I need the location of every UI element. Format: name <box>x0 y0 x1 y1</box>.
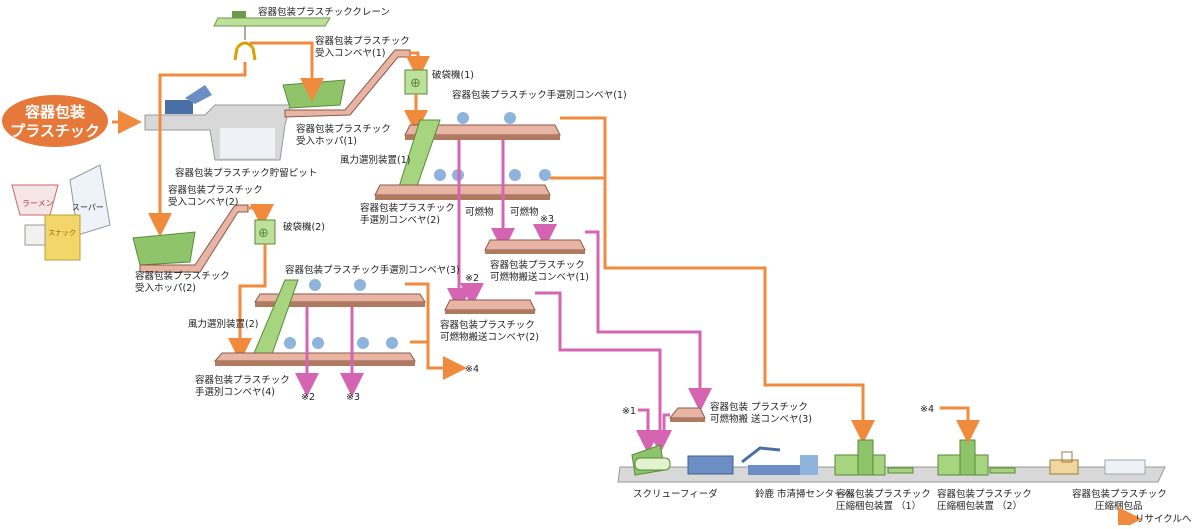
hopper1-label-2: 受入ホッパ(1) <box>296 135 357 147</box>
comb-conv1-label: 容器包装プラスチック <box>490 259 585 271</box>
truck-icon <box>165 100 193 114</box>
forklift-icon <box>1049 451 1079 475</box>
center-label: 鈴鹿 市清掃センターへ <box>755 488 854 500</box>
storage-pit: 容器包装プラスチック貯留ピット <box>144 85 317 179</box>
worker-icon <box>504 112 516 124</box>
worker-icon <box>284 337 296 349</box>
breaker-icon: ⊕ <box>258 226 269 241</box>
combustible-conveyor-2: 容器包装プラスチック 可燃物搬送コンベヤ(2) <box>440 299 539 343</box>
hand-conv4-label-2: 手選別コンベヤ(4) <box>195 386 275 398</box>
mark-4: ※4 <box>465 364 479 375</box>
receiving-conveyor-2 <box>139 204 249 273</box>
wind1-label: 風力選別装置(1) <box>340 154 410 166</box>
comb-conv1-label-2: 可燃物搬送コンベヤ(1) <box>490 271 589 283</box>
hopper2-label: 容器包装プラスチック <box>135 270 230 282</box>
recv-conv1-label: 容器包装プラスチック <box>315 35 410 47</box>
hand-conv3-label: 容器包装プラスチック手選別コンベヤ(3) <box>285 264 460 276</box>
comb-conv3-label-2: 可燃物搬 送コンベヤ(3) <box>710 413 812 425</box>
flow-to-baler1 <box>560 116 875 444</box>
flow-to-breaker1 <box>406 51 430 80</box>
breaker1-label: 破袋機(1) <box>432 69 474 81</box>
mark-2b: ※2 <box>301 392 315 403</box>
breaker2-label: 破袋機(2) <box>283 221 325 233</box>
recycle-label: リサイクルへ <box>1135 514 1192 525</box>
hand-sort-conveyor-1: 容器包装プラスチック手選別コンベヤ(1) <box>404 89 627 140</box>
crane-label: 容器包装プラスチッククレーン <box>258 6 390 18</box>
hand-conv4-label: 容器包装プラスチック <box>195 374 290 386</box>
hand-sort-conveyor-2: 容器包装プラスチック 手選別コンベヤ(2) <box>360 169 551 226</box>
baler2-label-2: 圧縮梱包装置 （2） <box>937 500 1022 512</box>
mark-3: ※3 <box>540 214 554 225</box>
recv-conv2-label: 容器包装プラスチック <box>168 184 263 196</box>
wind2-label: 風力選別装置(2) <box>188 318 258 330</box>
hand-sort-conveyor-3: 容器包装プラスチック手選別コンベヤ(3) <box>254 264 460 307</box>
mark-1: ※1 <box>622 406 636 417</box>
snack-label: スナック <box>48 229 76 237</box>
baler-1: 容器包装プラスチック 圧縮梱包装置 （1） <box>834 439 931 512</box>
baler1-label: 容器包装プラスチック <box>836 488 931 500</box>
crane-claw-icon <box>233 41 257 61</box>
mark-3b: ※3 <box>346 392 360 403</box>
worker-icon <box>357 337 369 349</box>
input-bubble: 容器包装 プラスチック <box>2 95 108 147</box>
hand-sort-conveyor-4: 容器包装プラスチック 手選別コンベヤ(4) <box>195 337 416 398</box>
flow-crane-to-hopper1 <box>250 41 324 102</box>
garbage-truck-icon: 鈴鹿 市清掃センターへ <box>741 446 854 500</box>
worker-icon <box>434 169 446 181</box>
recv-conv2-label-2: 受入コンベヤ(2) <box>168 196 238 208</box>
plastic-items-illustration: ラーメン スーパー スナック <box>11 164 111 261</box>
wind-sorter-1: 風力選別装置(1) <box>340 119 441 193</box>
combustible-conveyor-3: 容器包装 プラスチック 可燃物搬 送コンベヤ(3) <box>668 401 812 425</box>
worker-icon <box>309 279 321 291</box>
worker-icon <box>386 337 398 349</box>
hopper1-label: 容器包装プラスチック <box>296 123 391 135</box>
baler2-label: 容器包装プラスチック <box>937 488 1032 500</box>
mark-2: ※2 <box>465 273 479 284</box>
hopper2-label-2: 受入ホッパ(2) <box>135 282 196 294</box>
mark-4b: ※4 <box>920 404 934 415</box>
baler1-label-2: 圧縮梱包装置 （1） <box>836 500 921 512</box>
hand-conv2-label-2: 手選別コンベヤ(2) <box>360 214 440 226</box>
bales-icon <box>1104 459 1146 475</box>
combustible-a-label: 可燃物 <box>465 206 494 218</box>
flow-crane-to-hopper2 <box>148 62 247 237</box>
combustible-conveyor-1: 容器包装プラスチック 可燃物搬送コンベヤ(1) <box>484 239 589 283</box>
bag-breaker-2: ⊕ 破袋機(2) <box>254 219 325 245</box>
hand-conv1-label: 容器包装プラスチック手選別コンベヤ(1) <box>452 89 627 101</box>
worker-icon <box>354 279 366 291</box>
worker-icon <box>312 337 324 349</box>
bag-breaker-1: ⊕ 破袋機(1) <box>404 69 474 95</box>
bale-label: 容器包装プラスチック <box>1072 488 1167 500</box>
comb-conv2-label-2: 可燃物搬送コンベヤ(2) <box>440 331 539 343</box>
screw-label: スクリューフィーダ <box>633 488 718 500</box>
comb-conv2-label: 容器包装プラスチック <box>440 319 535 331</box>
container-block <box>687 455 734 475</box>
comb-conv3-label: 容器包装 プラスチック <box>710 401 808 413</box>
worker-icon <box>509 169 521 181</box>
bale-label-2: 圧縮梱包品 <box>1095 500 1143 512</box>
breaker-icon: ⊕ <box>410 76 421 91</box>
worker-icon <box>457 112 469 124</box>
input-line2: プラスチック <box>10 122 100 140</box>
hand-conv2-label: 容器包装プラスチック <box>360 202 455 214</box>
input-line1: 容器包装 <box>24 103 86 121</box>
pit-label: 容器包装プラスチック貯留ピット <box>175 167 317 179</box>
wind-sorter-2: 風力選別装置(2) <box>188 279 299 361</box>
super-label: スーパー <box>72 203 104 212</box>
crane: 容器包装プラスチッククレーン <box>213 6 390 61</box>
combustible-b-label: 可燃物 <box>510 206 539 218</box>
screw-feeder: スクリューフィーダ <box>631 444 718 500</box>
recv-conv1-label-2: 受入コンベヤ(1) <box>315 47 385 59</box>
ramen-label: ラーメン <box>22 199 54 208</box>
baler-2: 容器包装プラスチック 圧縮梱包装置 （2） <box>937 439 1032 512</box>
worker-icon <box>539 169 551 181</box>
hopper-1: 容器包装プラスチック 受入コンベヤ(1) 容器包装プラスチック 受入ホッパ(1) <box>282 35 411 147</box>
hopper-2: 容器包装プラスチック 受入コンベヤ(2) 容器包装プラスチック 受入ホッパ(2) <box>132 184 263 294</box>
